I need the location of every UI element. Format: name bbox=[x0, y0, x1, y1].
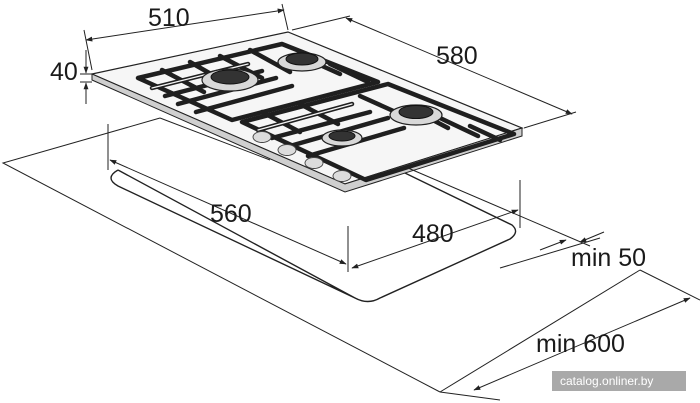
watermark: catalog.onliner.by bbox=[552, 371, 686, 391]
dim-height-label: 40 bbox=[50, 58, 78, 86]
knob-1 bbox=[252, 131, 272, 143]
dim-cutout-width-label: 560 bbox=[210, 200, 252, 228]
knob-2 bbox=[277, 144, 297, 156]
dim-min-600: min 600 bbox=[439, 269, 700, 401]
knob-4 bbox=[332, 170, 352, 182]
burner-front-left bbox=[321, 129, 363, 147]
dim-cutout-480: 480 bbox=[351, 180, 521, 269]
dim-width-label: 510 bbox=[148, 4, 190, 32]
burner-rear-left bbox=[201, 68, 259, 92]
dim-width-510: 510 bbox=[83, 3, 289, 71]
dim-depth-label: 580 bbox=[436, 42, 478, 70]
burner-rear-right bbox=[277, 52, 327, 72]
dim-cutout-depth-label: 480 bbox=[412, 220, 454, 248]
burner-front-right bbox=[389, 104, 443, 126]
watermark-text: catalog.onliner.by bbox=[560, 374, 653, 388]
dim-height-40: 40 bbox=[50, 50, 92, 104]
knob-3 bbox=[304, 157, 324, 169]
dim-min600-label: min 600 bbox=[536, 330, 625, 358]
dim-depth-580: 580 bbox=[291, 15, 577, 129]
dim-cutout-560: 560 bbox=[107, 124, 349, 272]
dim-min50-label: min 50 bbox=[571, 244, 646, 272]
dim-min-50: min 50 bbox=[407, 167, 646, 272]
